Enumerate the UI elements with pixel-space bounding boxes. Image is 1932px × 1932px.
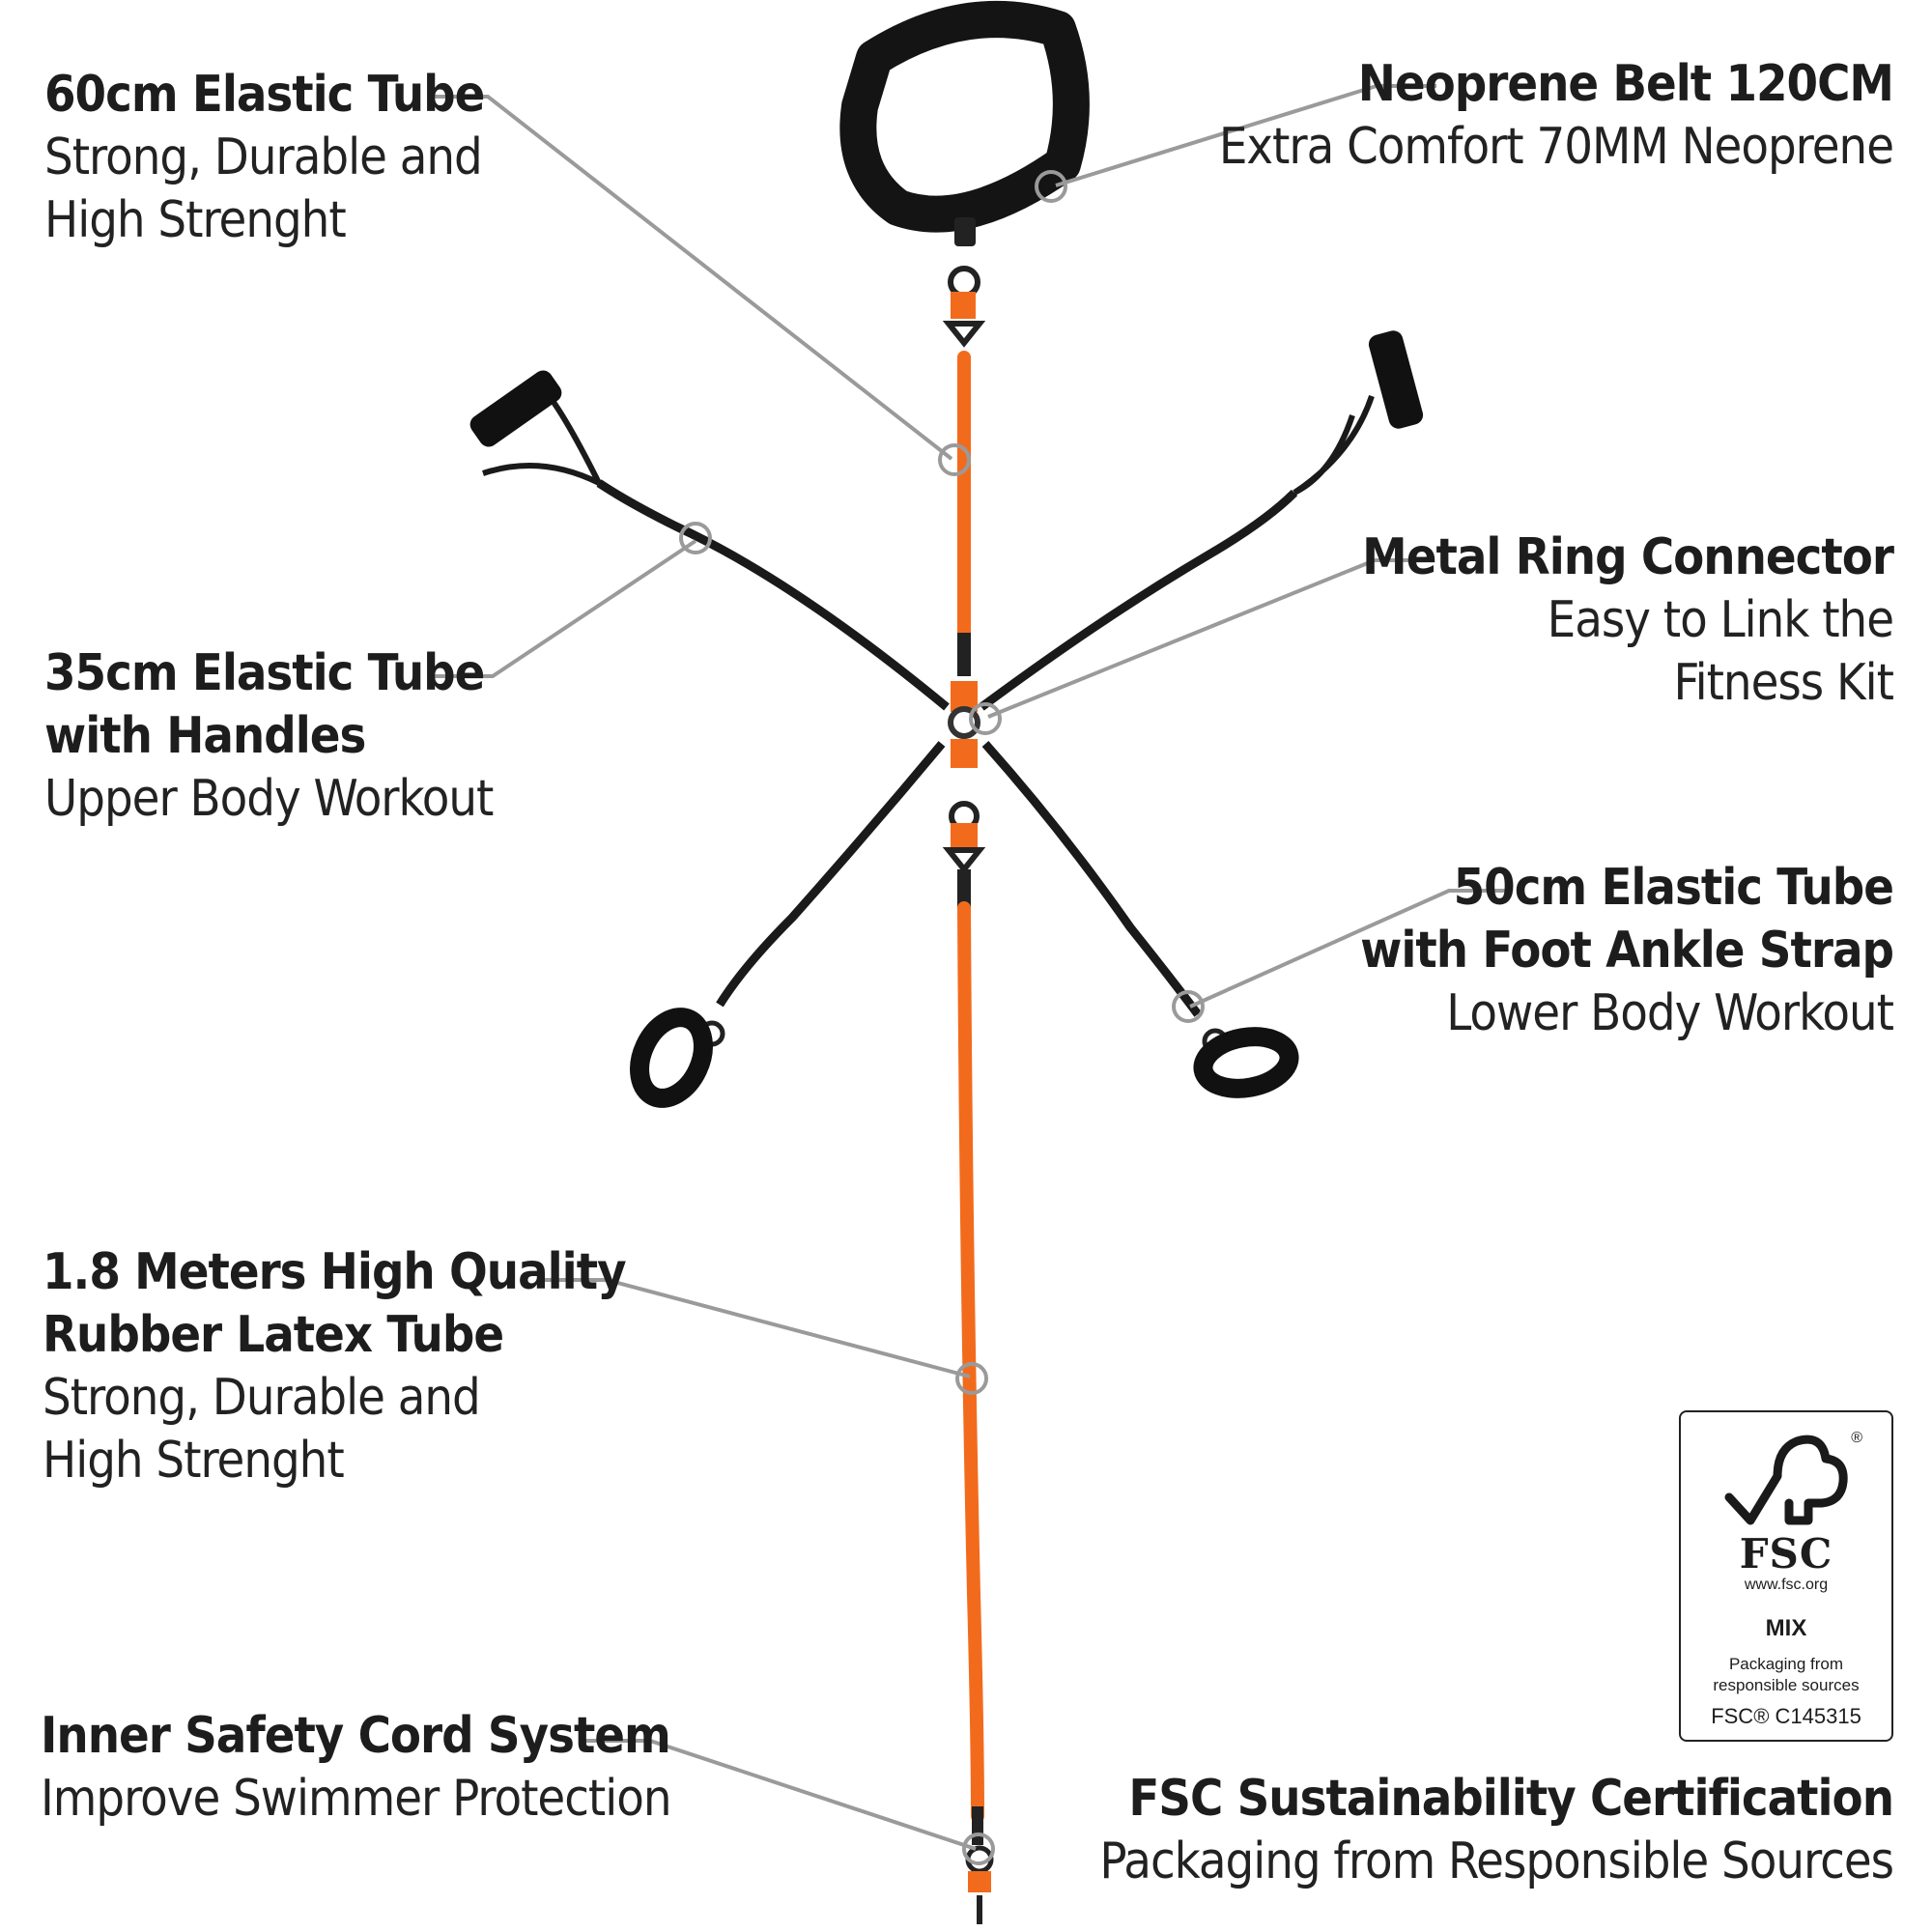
label-line: Improve Swimmer Protection xyxy=(41,1770,672,1828)
fsc-logo-badge: ® FSC www.fsc.org MIX Packaging from res… xyxy=(1679,1410,1893,1742)
label-title: 60cm Elastic Tube xyxy=(44,66,485,124)
right-handle-strap xyxy=(979,330,1424,711)
metal-ring-connector xyxy=(942,681,986,874)
label-line: Strong, Durable and xyxy=(43,1369,481,1427)
label-line: Upper Body Workout xyxy=(44,770,494,828)
label-line: Extra Comfort 70MM Neoprene xyxy=(1218,118,1894,176)
label-title: Metal Ring Connector xyxy=(1362,528,1894,586)
label-title: 35cm Elastic Tube xyxy=(44,644,485,702)
fsc-url: www.fsc.org xyxy=(1744,1577,1829,1593)
label-line: Strong, Durable and xyxy=(44,128,483,186)
label-title: with Handles xyxy=(44,707,366,765)
label-line: Lower Body Workout xyxy=(1446,984,1894,1042)
label-line: High Strenght xyxy=(43,1432,345,1490)
label-title: 50cm Elastic Tube xyxy=(1453,859,1894,917)
label-60cm-elastic-tube: 60cm Elastic Tube Strong, Durable and Hi… xyxy=(44,64,485,252)
label-neoprene-belt: Neoprene Belt 120CM Extra Comfort 70MM N… xyxy=(1218,53,1894,179)
fsc-brand: FSC xyxy=(1739,1530,1833,1577)
label-title: Rubber Latex Tube xyxy=(43,1306,504,1364)
label-title: Neoprene Belt 120CM xyxy=(1357,55,1894,113)
top-connector xyxy=(942,266,986,348)
fsc-tree-icon xyxy=(1724,1435,1848,1525)
fsc-code: FSC® C145315 xyxy=(1711,1704,1861,1728)
fsc-packaging-text: Packaging from responsible sources xyxy=(1681,1654,1891,1696)
bottom-clip xyxy=(965,1806,994,1924)
neoprene-belt xyxy=(839,1,1090,246)
label-title: FSC Sustainability Certification xyxy=(1128,1770,1894,1828)
label-50cm-elastic-tube: 50cm Elastic Tube with Foot Ankle Strap … xyxy=(1360,857,1894,1045)
left-ankle-strap xyxy=(630,741,946,1108)
label-title: with Foot Ankle Strap xyxy=(1360,922,1894,980)
fsc-packaging-line: Packaging from xyxy=(1728,1655,1844,1673)
leader-lines xyxy=(435,84,1507,1865)
fsc-packaging-line: responsible sources xyxy=(1713,1676,1860,1695)
tube-1-8m xyxy=(957,901,984,1823)
label-line: High Strenght xyxy=(44,191,347,249)
fsc-registered-mark: ® xyxy=(1851,1430,1862,1446)
label-title: 1.8 Meters High Quality xyxy=(43,1243,627,1301)
label-line: Packaging from Responsible Sources xyxy=(1099,1833,1894,1890)
label-35cm-elastic-tube: 35cm Elastic Tube with Handles Upper Bod… xyxy=(44,642,494,831)
label-safety-cord: Inner Safety Cord System Improve Swimmer… xyxy=(41,1705,672,1831)
label-title: Inner Safety Cord System xyxy=(41,1707,671,1765)
right-ankle-strap xyxy=(981,741,1299,1098)
label-fsc-certification: FSC Sustainability Certification Packagi… xyxy=(1099,1768,1894,1893)
label-latex-tube: 1.8 Meters High Quality Rubber Latex Tub… xyxy=(43,1241,627,1492)
left-handle-strap xyxy=(469,370,950,711)
fsc-mix: MIX xyxy=(1765,1615,1807,1641)
label-line: Fitness Kit xyxy=(1673,654,1894,712)
label-line: Easy to Link the xyxy=(1547,591,1894,649)
label-metal-ring-connector: Metal Ring Connector Easy to Link the Fi… xyxy=(1362,526,1894,715)
